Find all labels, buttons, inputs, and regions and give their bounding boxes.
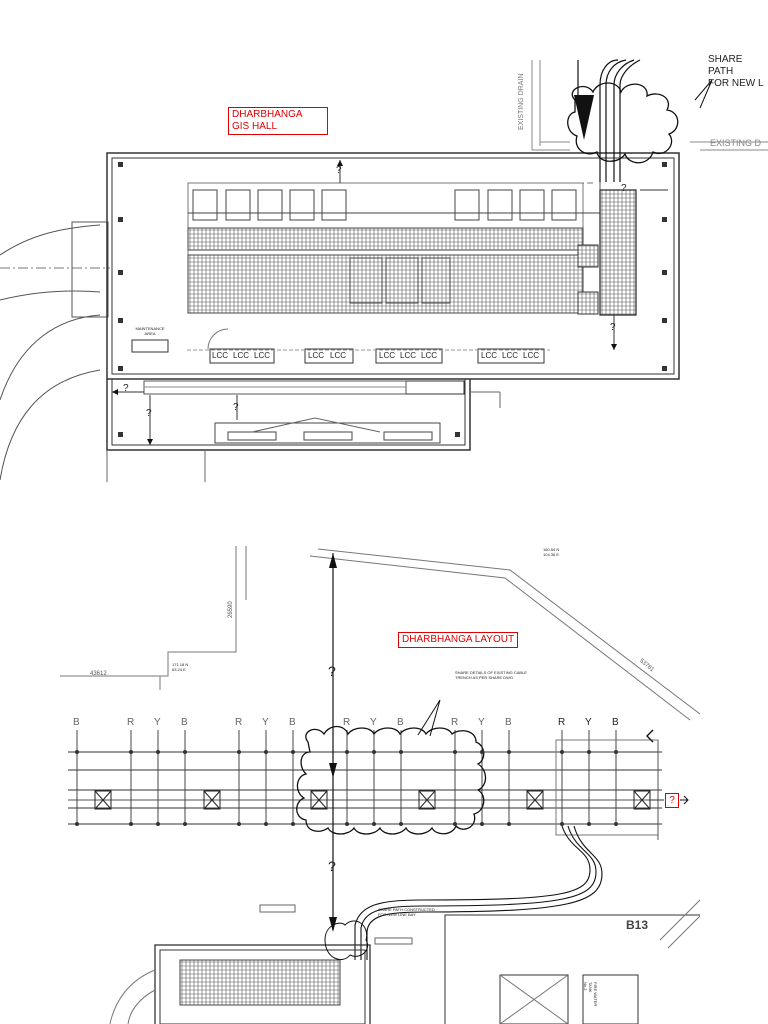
phase-label: R xyxy=(451,717,459,728)
share-path-note-line2: FOR NEW LINE BAY xyxy=(378,912,416,917)
phase-label: R xyxy=(127,717,135,728)
maintenance-area-label: MAINTENANCE AREA xyxy=(130,326,170,336)
lcc-panel: LCC xyxy=(379,351,396,360)
coord1-north: 180.54 N xyxy=(543,547,560,552)
question-mark: ? xyxy=(610,322,616,333)
phase-label: B xyxy=(289,717,296,728)
lcc-panel: LCC xyxy=(523,351,540,360)
lcc-panel: LCC xyxy=(308,351,325,360)
existing-d-label: EXISTING D xyxy=(710,138,762,148)
lcc-panel: LCC xyxy=(254,351,271,360)
coord-label: 171.18 N 63.24 E xyxy=(172,662,188,672)
dimension-label: 43612 xyxy=(90,671,107,677)
lcc-panel: LCC xyxy=(502,351,519,360)
water-tank-label: FIRE WATER TANK No.2 xyxy=(583,982,598,1006)
lcc-panel: LCC xyxy=(233,351,250,360)
question-mark: ? xyxy=(621,183,627,194)
phase-label: R xyxy=(558,717,566,728)
lcc-panel: LCC xyxy=(330,351,347,360)
maintenance-line2: AREA xyxy=(144,331,156,336)
question-mark: ? xyxy=(328,663,336,679)
phase-label: B xyxy=(505,717,512,728)
maintenance-line1: MAINTENANCE xyxy=(135,326,165,331)
existing-drain-label: EXISTING DRAIN xyxy=(518,73,525,130)
gis-hall-label: DHARBHANGA GIS HALL xyxy=(228,107,328,135)
gis-hall-plan xyxy=(0,59,768,482)
question-box: ? xyxy=(665,793,679,808)
coord-label: 180.54 N 104.36 E xyxy=(543,547,559,557)
question-mark: ? xyxy=(123,383,129,394)
question-mark: ? xyxy=(336,165,342,176)
phase-label: B xyxy=(397,717,404,728)
coord2-east: 63.24 E xyxy=(172,667,186,672)
question-mark: ? xyxy=(328,858,336,874)
lcc-panel: LCC xyxy=(212,351,229,360)
trench-note: SHARE DETAILS OF EXISTING CABLE TRENCH A… xyxy=(455,670,527,680)
phase-label: R xyxy=(235,717,243,728)
coord1-east: 104.36 E xyxy=(543,552,560,557)
lcc-panel-row: LCC LCC LCC LCC LCC LCC LCC LCC LCC LCC … xyxy=(0,351,768,362)
trench-note-line2: TRENCH AS PER SHARE DWG xyxy=(455,675,514,680)
b13-label: B13 xyxy=(626,918,649,932)
phase-label: R xyxy=(343,717,351,728)
lcc-panel: LCC xyxy=(400,351,417,360)
lcc-panel: LCC xyxy=(481,351,498,360)
phase-label: Y xyxy=(585,717,592,728)
phase-label: Y xyxy=(262,717,269,728)
question-mark: ? xyxy=(233,402,239,413)
dimension-label: 26590 xyxy=(228,601,234,618)
phase-label: Y xyxy=(478,717,485,728)
question-mark: ? xyxy=(146,408,152,419)
trench-note-line1: SHARE DETAILS OF EXISTING CABLE xyxy=(455,670,527,675)
phase-label: B xyxy=(181,717,188,728)
share-path-note: SHARE PATH CONSTRUCTED FOR NEW LINE BAY xyxy=(378,907,435,917)
phase-label: Y xyxy=(370,717,377,728)
phase-label: Y xyxy=(154,717,161,728)
lcc-panel: LCC xyxy=(421,351,438,360)
water-tank-line1: FIRE WATER xyxy=(593,982,598,1007)
switchyard-layout xyxy=(60,546,701,1024)
share-path-callout: SHARE PATH FOR NEW L xyxy=(708,54,768,90)
water-tank-line3: No.2 xyxy=(583,982,588,991)
phase-label: B xyxy=(73,717,80,728)
question-box-text: ? xyxy=(669,795,675,806)
coord2-north: 171.18 N xyxy=(172,662,189,667)
gis-hall-label-line1: DHARBHANGA xyxy=(232,109,303,120)
gis-hall-label-line2: GIS HALL xyxy=(232,121,278,132)
share-path-note-line1: SHARE PATH CONSTRUCTED xyxy=(378,907,435,912)
callout-line1: SHARE PATH xyxy=(708,54,743,77)
layout-label: DHARBHANGA LAYOUT xyxy=(398,632,519,648)
phase-labels: B R Y B R Y B R Y B R Y B R Y B xyxy=(0,717,768,729)
phase-label: B xyxy=(612,717,619,728)
callout-line2: FOR NEW L xyxy=(708,78,764,89)
